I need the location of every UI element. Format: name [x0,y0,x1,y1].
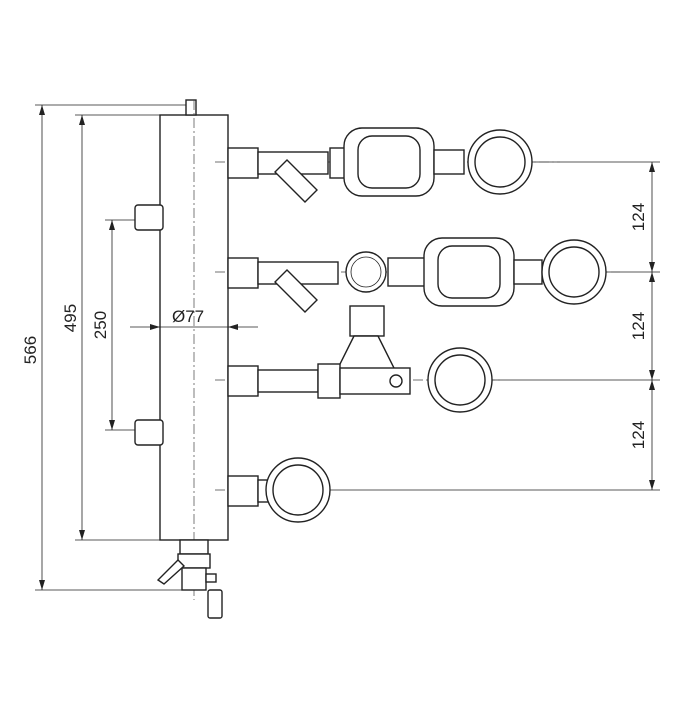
circuit-2-mixing-group [215,237,620,377]
dim-124-c: 124 [629,421,648,449]
dim-124-b: 124 [629,312,648,340]
drain-valve [156,539,223,619]
circuit-1-pump-group [215,127,560,203]
dim-566: 566 [21,336,40,364]
circuit-3-valve-group [215,347,500,413]
dim-diameter: Ø77 [172,307,204,326]
extension-lines [35,104,660,591]
dim-250: 250 [91,311,110,339]
dim-495: 495 [61,304,80,332]
hydraulic-separator-tank [134,99,229,600]
pressure-gauge [345,251,387,293]
dimension-labels: 566 495 250 Ø77 124 124 124 [21,203,648,449]
circuit-4-direct-outlet [215,457,331,523]
dim-124-a: 124 [629,203,648,231]
dimension-lines [39,105,655,590]
